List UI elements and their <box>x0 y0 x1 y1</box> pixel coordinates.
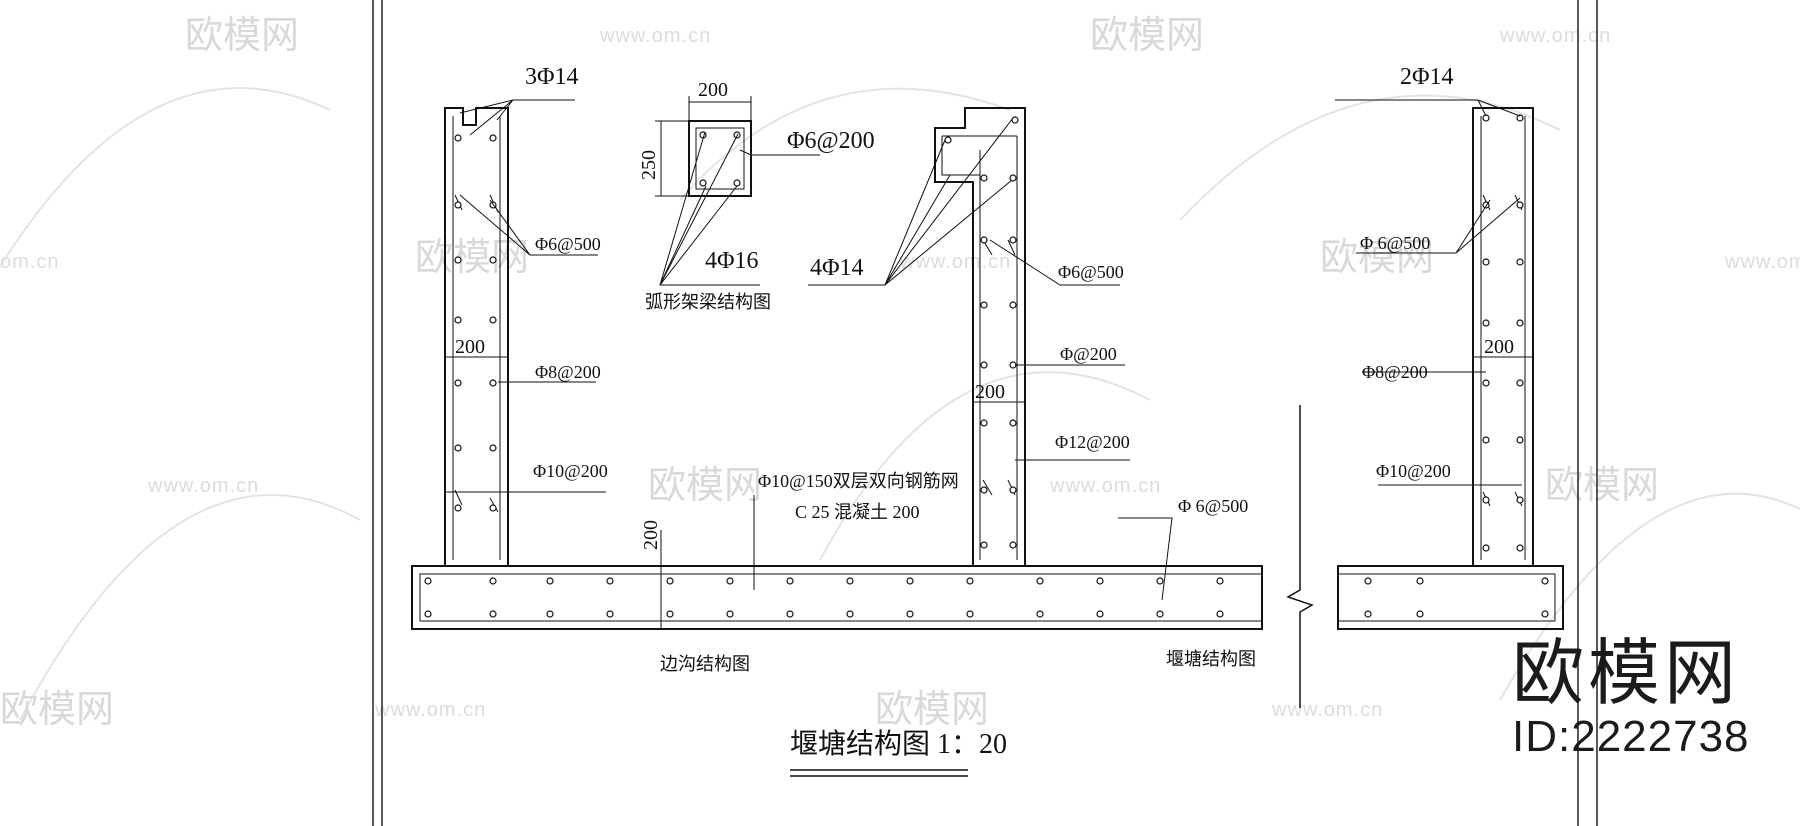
watermark-url: www.om.cn <box>1499 25 1611 47</box>
center-mid-rebar-label: Φ@200 <box>1060 344 1117 364</box>
slab-rebar-dots <box>424 577 1549 618</box>
watermark-brand: 欧模网 <box>415 237 529 279</box>
right-stirrup-label: Φ 6@500 <box>1360 233 1430 253</box>
watermark-brand: 欧模网 <box>648 465 762 507</box>
weir-caption: 堰塘结构图 <box>1166 649 1256 669</box>
left-wall-rebar-dots <box>454 134 497 512</box>
center-top-rebar-label: 4Φ14 <box>810 255 864 281</box>
watermark-url: www.om.cn <box>147 475 259 497</box>
base-slab <box>411 405 1564 708</box>
watermark-brand: 欧模网 <box>1545 465 1659 507</box>
watermark-url: www.om.cn <box>1724 251 1800 273</box>
weir-stirrup-label: Φ 6@500 <box>1178 496 1248 516</box>
left-top-rebar-label: 3Φ14 <box>525 64 579 90</box>
right-wall-rebar-dots <box>1482 114 1524 552</box>
watermark-url: www.om.cn <box>599 25 711 47</box>
dimension-labels: 200 250 200 200 200 200 <box>455 79 1514 550</box>
beam-height-dimension: 250 <box>638 150 660 180</box>
slab-concrete-label: C 25 混凝土 200 <box>795 502 920 522</box>
center-stirrup-label: Φ6@500 <box>1058 262 1124 282</box>
beam-width-dimension: 200 <box>698 79 728 101</box>
watermark-url: www.om.cn <box>374 699 486 721</box>
left-mid-rebar-label: Φ8@200 <box>535 362 601 382</box>
watermark-url-partial: om.cn <box>0 251 59 273</box>
watermark-layer <box>0 87 1800 721</box>
leader-lines <box>446 99 1522 777</box>
right-low-rebar-label: Φ10@200 <box>1376 461 1451 481</box>
watermark-brand: 欧模网 <box>0 689 114 731</box>
right-mid-rebar-label: Φ8@200 <box>1362 362 1428 382</box>
beam-section <box>655 96 752 197</box>
captions: 弧形架梁结构图 边沟结构图 堰塘结构图 堰塘结构图 1：20 <box>645 292 1256 760</box>
slab-mesh-label: Φ10@150双层双向钢筋网 <box>758 471 959 491</box>
watermark-brand: 欧模网 <box>1320 237 1434 279</box>
watermark-badge-id: ID:2222738 <box>1512 712 1750 761</box>
center-wall-dimension: 200 <box>975 381 1005 403</box>
beam-stirrup-label: Φ6@200 <box>787 128 875 154</box>
watermark-url: www.om.cn <box>1049 475 1161 497</box>
watermark-brand: 欧模网 <box>875 689 989 731</box>
center-low-rebar-label: Φ12@200 <box>1055 432 1130 452</box>
drawing-frame <box>372 0 1598 826</box>
watermark-logos: 欧模网 欧模网 欧模网 欧模网 欧模网 欧模网 欧模网 欧模网 www.om.c… <box>0 15 1800 731</box>
left-stirrup-label: Φ6@500 <box>535 234 601 254</box>
beam-caption: 弧形架梁结构图 <box>645 292 771 312</box>
main-title: 堰塘结构图 1：20 <box>790 728 1007 760</box>
left-wall-dimension: 200 <box>455 336 485 358</box>
rebar-labels: 3Φ14 Φ6@500 Φ8@200 Φ10@200 Φ6@200 4Φ16 4… <box>525 64 1454 522</box>
ditch-caption: 边沟结构图 <box>660 654 750 674</box>
slab-thickness-dimension: 200 <box>640 520 662 550</box>
watermark-url: www.om.cn <box>899 251 1011 273</box>
watermark-badge: 欧模网 ID:2222738 <box>1512 636 1750 762</box>
left-low-rebar-label: Φ10@200 <box>533 461 608 481</box>
right-wall-dimension: 200 <box>1484 336 1514 358</box>
watermark-badge-name: 欧模网 <box>1512 634 1741 714</box>
right-top-rebar-label: 2Φ14 <box>1400 64 1454 90</box>
watermark-brand: 欧模网 <box>1090 15 1204 57</box>
watermark-brand: 欧模网 <box>185 15 299 57</box>
watermark-url: www.om.cn <box>1271 699 1383 721</box>
center-wall <box>934 107 1026 567</box>
beam-bars-label: 4Φ16 <box>705 248 759 274</box>
